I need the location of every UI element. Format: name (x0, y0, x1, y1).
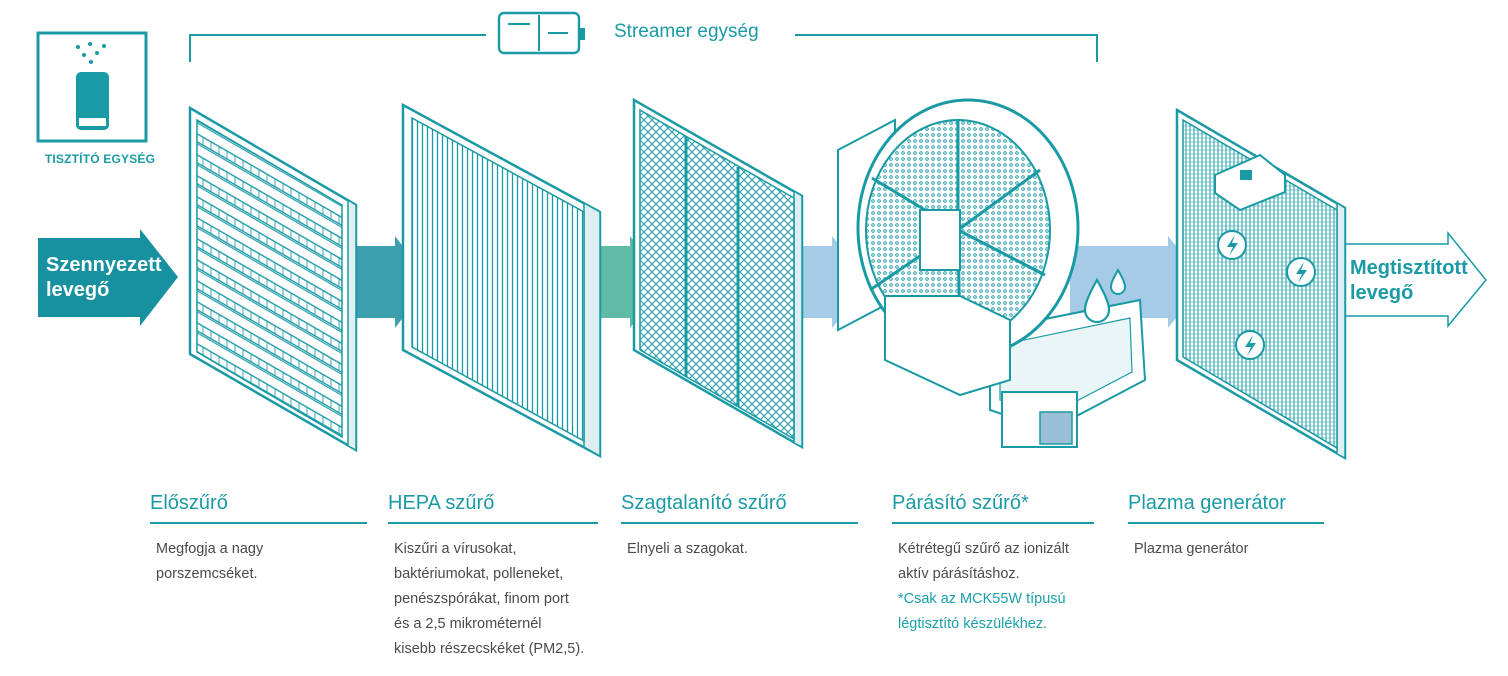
humidifying-filter-graphic (837, 98, 1147, 448)
component-hepa-filter: HEPA szűrő Kiszűri a vírusokat, baktériu… (388, 492, 598, 662)
component-desc-line: Kétrétegű szűrő az ionizált (898, 541, 1069, 557)
streamer-bracket (189, 34, 1098, 62)
input-air-label-line1: Szennyezett (46, 254, 162, 276)
streamer-unit-label: Streamer egység (614, 21, 759, 42)
component-title: Szagtalanító szűrő (621, 492, 858, 524)
component-deodorizing-filter: Szagtalanító szűrő Elnyeli a szagokat. (621, 492, 858, 562)
input-air-label: Szennyezett levegő (46, 253, 162, 303)
purifier-unit-label: TISZTÍTÓ EGYSÉG (44, 152, 156, 166)
hepa-filter-graphic (401, 102, 602, 459)
water-drop-icon (1083, 267, 1127, 324)
component-desc-line: Kiszűri a vírusokat, (394, 541, 517, 557)
component-title: Előszűrő (150, 492, 367, 524)
component-desc-line: porszemcséket. (156, 566, 258, 582)
component-desc-line: Elnyeli a szagokat. (627, 541, 748, 557)
component-desc-line: és a 2,5 mikrométernél (394, 616, 542, 632)
output-air-label: Megtisztított levegő (1350, 256, 1468, 306)
input-air-arrow (38, 229, 178, 326)
lightning-icon (1217, 230, 1316, 360)
component-note-line: *Csak az MCK55W típusú (898, 591, 1066, 607)
output-air-label-line1: Megtisztított (1350, 257, 1468, 279)
component-desc-line: kisebb részecskéket (PM2,5). (394, 641, 585, 657)
component-desc-line: penészspórákat, finom port (394, 591, 569, 607)
purifier-unit-icon (36, 31, 148, 143)
pre-filter-graphic (188, 105, 358, 453)
component-pre-filter: Előszűrő Megfogja a nagy porszemcséket. (150, 492, 367, 587)
component-title: Plazma generátor (1128, 492, 1324, 524)
component-note-line: légtisztító készülékhez. (898, 616, 1048, 632)
plasma-generator-graphic (1175, 107, 1347, 461)
deodorizing-filter-graphic (632, 97, 804, 450)
component-desc-line: Megfogja a nagy (156, 541, 264, 557)
output-air-label-line2: levegő (1350, 282, 1414, 304)
component-humidifying-filter: Párásító szűrő* Kétrétegű szűrő az ioniz… (892, 492, 1094, 637)
component-desc-line: aktív párásításhoz. (898, 566, 1020, 582)
component-plasma-generator: Plazma generátor Plazma generátor (1128, 492, 1324, 562)
component-desc-line: Plazma generátor (1134, 541, 1249, 557)
input-air-label-line2: levegő (46, 279, 110, 301)
component-title: HEPA szűrő (388, 492, 598, 524)
component-title: Párásító szűrő* (892, 492, 1094, 524)
streamer-device-icon (497, 11, 585, 55)
output-air-arrow (1344, 230, 1487, 329)
component-desc-line: baktériumokat, polleneket, (394, 566, 564, 582)
